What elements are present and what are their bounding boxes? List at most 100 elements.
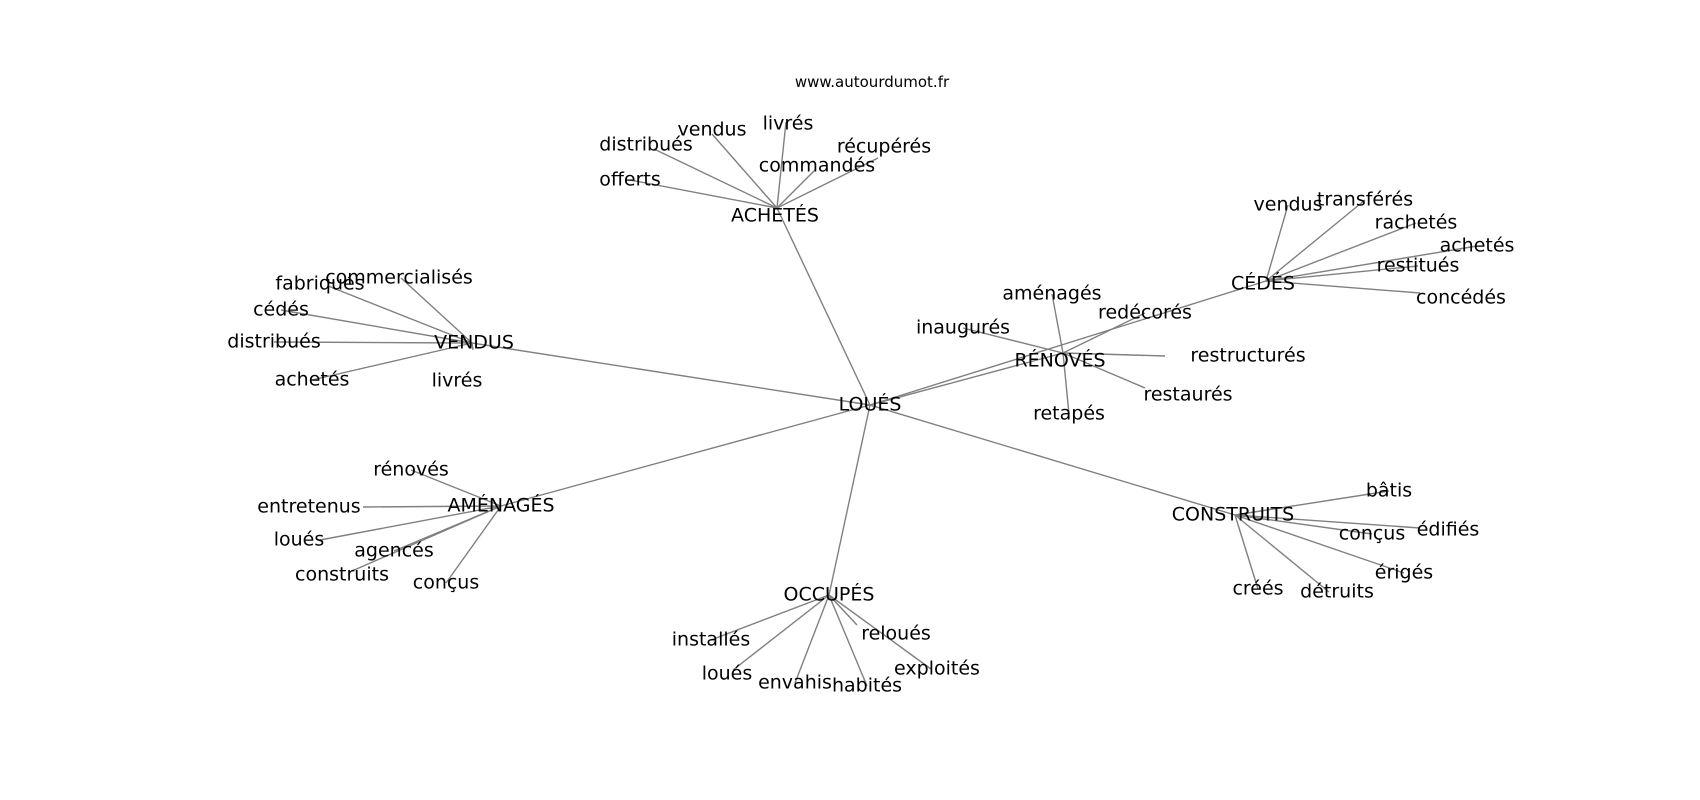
- edge-vendus_hub-v_fabriques: [327, 285, 473, 344]
- edge-occupes_hub-o_habites: [828, 594, 868, 687]
- edge-amenages_hub-m_construits: [351, 505, 502, 572]
- edge-achetes_hub-a_offerts: [629, 179, 778, 209]
- edge-occupes_hub-o_reloues: [828, 594, 858, 626]
- node-m-construits: construits: [295, 563, 389, 586]
- edge-vendus_hub-v_commercialises: [400, 277, 473, 344]
- edge-renoves_hub-r_inaugures: [962, 327, 1064, 354]
- node-r-restructures: restructurés: [1190, 344, 1306, 367]
- node-a-offerts: offerts: [599, 168, 661, 191]
- node-renoves-hub: RÉNOVÉS: [1014, 349, 1106, 372]
- node-occupes-hub: OCCUPÉS: [783, 583, 875, 606]
- node-v-livres: livrés: [431, 369, 483, 392]
- node-c-crees: créés: [1232, 577, 1284, 600]
- node-construits-hub: CONSTRUITS: [1171, 503, 1295, 526]
- node-d-concedes: concédés: [1416, 286, 1506, 309]
- edge-construits_hub-c_batis: [1234, 490, 1390, 516]
- node-r-retapes: retapés: [1033, 402, 1105, 425]
- edge-construits_hub-c_eriges: [1234, 514, 1405, 574]
- edge-cedes_hub-d_achetes: [1265, 245, 1478, 282]
- node-a-recuperes: récupérés: [836, 135, 932, 158]
- edge-renoves_hub-r_redecores: [1062, 312, 1146, 354]
- edge-loues_center-achetes_hub: [776, 207, 871, 406]
- edge-loues_center-construits_hub: [869, 404, 1236, 516]
- edge-achetes_hub-a_recuperes: [776, 157, 879, 209]
- edge-amenages_hub-m_loues: [319, 505, 502, 541]
- node-m-entretenus: entretenus: [257, 495, 361, 518]
- node-amenages-hub: AMÉNAGÉS: [447, 494, 555, 517]
- node-o-loues: loués: [701, 662, 753, 685]
- edge-vendus_hub-v_achetes: [311, 342, 473, 381]
- node-o-exploites: exploités: [894, 657, 980, 680]
- edge-renoves_hub-r_restructures: [1062, 352, 1166, 357]
- edge-cedes_hub-d_transferes: [1265, 199, 1366, 282]
- node-achetes-hub: ACHETÉS: [731, 204, 819, 227]
- edge-cedes_hub-d_rachetes: [1265, 222, 1417, 282]
- node-m-loues: loués: [273, 528, 325, 551]
- edge-achetes_hub-a_commandes: [776, 169, 816, 209]
- node-d-vendus: vendus: [1253, 193, 1323, 216]
- edge-construits_hub-c_detruits: [1234, 514, 1330, 593]
- edge-loues_center-cedes_hub: [869, 280, 1267, 406]
- node-m-agences: agencés: [354, 539, 434, 562]
- source-url: www.autourdumot.fr: [794, 73, 950, 91]
- edge-amenages_hub-m_concus: [445, 505, 502, 584]
- edge-renoves_hub-r_restaures: [1062, 352, 1146, 389]
- node-d-rachetes: rachetés: [1374, 211, 1458, 234]
- edge-vendus_hub-v_livres: [471, 342, 474, 351]
- edge-amenages_hub-m_entretenus: [362, 505, 502, 508]
- node-m-renoves: rénovés: [373, 458, 449, 481]
- edge-occupes_hub-o_envahis: [794, 594, 830, 684]
- node-v-cedes: cédés: [253, 298, 309, 321]
- node-r-inaugures: inaugurés: [915, 316, 1011, 339]
- node-o-envahis: envahis: [758, 671, 832, 694]
- edge-cedes_hub-d_restitues: [1265, 265, 1419, 282]
- edge-vendus_hub-v_distribues: [273, 341, 473, 344]
- node-r-redecores: redécorés: [1098, 301, 1192, 324]
- node-a-distribues: distribués: [599, 133, 693, 156]
- edge-amenages_hub-m_renoves: [410, 469, 502, 507]
- node-v-distribues: distribués: [227, 330, 321, 353]
- edge-vendus_hub-v_cedes: [280, 309, 473, 344]
- node-d-restitues: restitués: [1376, 254, 1460, 277]
- edge-achetes_hub-a_livres: [776, 121, 787, 209]
- node-cedes-hub: CÉDÉS: [1231, 272, 1295, 295]
- node-o-reloues: reloués: [861, 622, 931, 645]
- node-vendus-hub: VENDUS: [434, 331, 514, 354]
- node-m-concus: conçus: [412, 571, 480, 594]
- edge-achetes_hub-a_distribues: [653, 148, 778, 209]
- node-c-detruits: détruits: [1300, 580, 1374, 603]
- node-o-installes: installés: [671, 628, 751, 651]
- edge-construits_hub-c_crees: [1234, 514, 1259, 590]
- edge-construits_hub-c_edifies: [1234, 514, 1421, 529]
- node-c-batis: bâtis: [1365, 479, 1413, 502]
- edge-loues_center-amenages_hub: [500, 404, 871, 507]
- node-d-achetes: achetés: [1439, 234, 1515, 257]
- edge-occupes_hub-o_installes: [710, 594, 830, 641]
- node-v-commercialises: commercialisés: [325, 266, 473, 289]
- node-c-concus: conçus: [1338, 522, 1406, 545]
- node-c-edifies: édifiés: [1416, 518, 1480, 541]
- node-r-restaures: restaurés: [1143, 383, 1233, 406]
- edge-occupes_hub-o_exploites: [828, 594, 932, 670]
- node-c-eriges: érigés: [1374, 561, 1434, 584]
- node-d-transferes: transférés: [1316, 188, 1414, 211]
- node-a-vendus: vendus: [677, 118, 747, 141]
- edge-construits_hub-c_concus: [1234, 514, 1373, 535]
- edge-occupes_hub-o_loues: [732, 594, 830, 671]
- node-r-amenages: aménagés: [1002, 282, 1102, 305]
- node-o-habites: habités: [831, 674, 903, 697]
- edge-loues_center-renoves_hub: [869, 352, 1064, 406]
- node-a-livres: livrés: [762, 112, 814, 135]
- node-v-achetes: achetés: [274, 368, 350, 391]
- edge-achetes_hub-a_vendus: [711, 133, 778, 209]
- node-v-fabriques: fabriqués: [275, 272, 365, 295]
- edge-cedes_hub-d_vendus: [1265, 204, 1289, 282]
- node-loues-center: LOUÉS: [838, 393, 902, 416]
- edge-renoves_hub-r_retapes: [1062, 352, 1070, 415]
- edge-cedes_hub-d_concedes: [1265, 280, 1421, 294]
- edge-renoves_hub-r_amenages: [1051, 293, 1064, 354]
- edge-loues_center-occupes_hub: [828, 404, 871, 596]
- edge-loues_center-vendus_hub: [471, 342, 871, 406]
- node-a-commandes: commandés: [758, 154, 876, 177]
